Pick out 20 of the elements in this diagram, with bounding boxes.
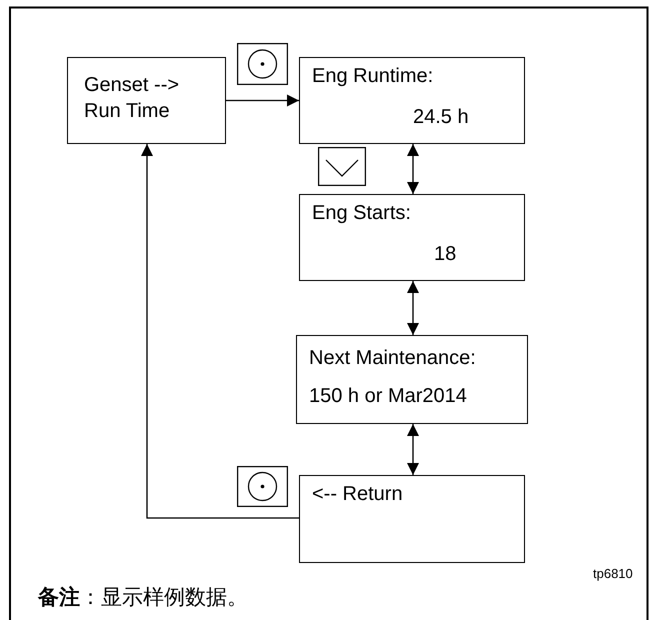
display-screen-box [299, 57, 525, 144]
screen-value: 18 [434, 242, 456, 267]
arrow [226, 94, 299, 106]
arrow [141, 144, 299, 519]
figure-code: tp6810 [593, 566, 633, 581]
screen-text: Genset --> Run Time [84, 73, 180, 124]
display-screen-box [299, 475, 525, 563]
screen-text: Next Maintenance: [309, 346, 476, 371]
screen-value: 24.5 h [413, 105, 469, 130]
arrow [407, 424, 419, 475]
display-screen-box [67, 57, 226, 144]
screen-text: Eng Runtime: [312, 64, 434, 89]
screen-text: Eng Starts: [312, 201, 411, 226]
arrow [407, 144, 419, 194]
screen-value: 150 h or Mar2014 [309, 384, 467, 409]
display-screen-box [296, 335, 528, 424]
note-text: 备注：显示样例数据。 [38, 584, 248, 611]
display-screen-box [299, 194, 525, 281]
arrow [407, 281, 419, 335]
screen-text: <-- Return [312, 482, 403, 507]
